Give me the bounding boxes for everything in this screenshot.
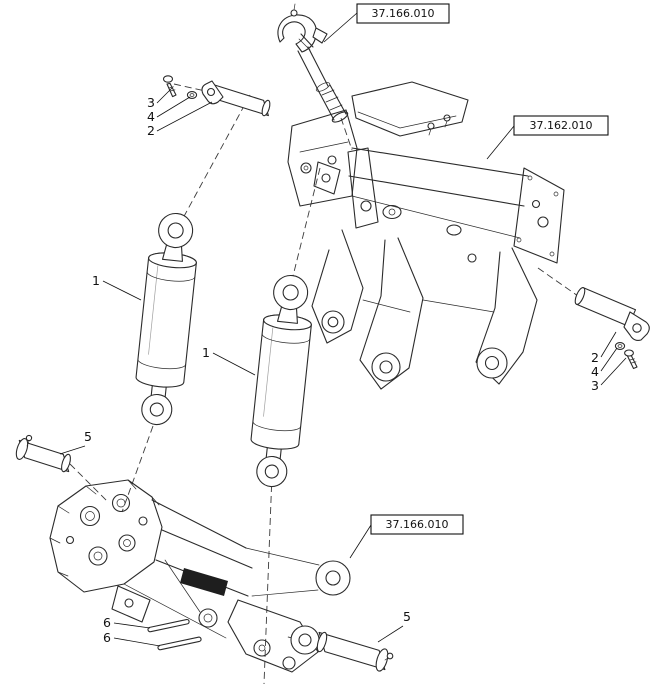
lower-hitch-assembly: [49, 479, 351, 673]
pin-right: [574, 287, 650, 341]
roll-pin-b: [157, 636, 202, 651]
pin-bottom-right: [316, 631, 394, 672]
ref-label-top-link[interactable]: 37.166.010: [372, 7, 435, 20]
brand-decal: [180, 568, 228, 596]
callout-bolt-upper[interactable]: 3: [147, 95, 155, 110]
washer-right: [614, 342, 626, 350]
ref-link-top-link[interactable]: 37.166.010: [323, 3, 450, 43]
roll-pin-a: [147, 618, 190, 633]
bolt-right: [624, 349, 638, 370]
bolt-upper-left: [162, 75, 177, 98]
main-frame-assembly: [287, 81, 565, 390]
pin-left: [15, 434, 71, 473]
top-link-assembly: [277, 3, 349, 123]
pin-upper-left: [201, 80, 271, 117]
callout-pin-upper[interactable]: 2: [147, 123, 155, 138]
callout-leaders: [59, 87, 627, 647]
callout-washer-upper[interactable]: 4: [147, 109, 155, 124]
callout-pin-right[interactable]: 2: [591, 350, 599, 365]
callout-pin-lower[interactable]: 5: [403, 609, 411, 624]
callout-dowel-a[interactable]: 6: [103, 615, 111, 630]
washer-upper-left: [186, 91, 198, 99]
ref-label-frame[interactable]: 37.162.010: [530, 119, 593, 132]
ref-label-lower-hitch[interactable]: 37.166.010: [386, 518, 449, 531]
callout-pin-left[interactable]: 5: [84, 429, 92, 444]
callout-bolt-right[interactable]: 3: [591, 378, 599, 393]
callout-washer-right[interactable]: 4: [591, 364, 599, 379]
hydraulic-cylinder-center: [245, 272, 317, 490]
callout-dowel-b[interactable]: 6: [103, 630, 111, 645]
callout-cylinder-left[interactable]: 1: [92, 273, 100, 288]
callout-cylinder-center[interactable]: 1: [202, 345, 210, 360]
ref-link-frame[interactable]: 37.162.010: [486, 115, 609, 160]
hydraulic-cylinder-left: [130, 210, 202, 428]
ref-link-lower-hitch[interactable]: 37.166.010: [349, 514, 464, 559]
